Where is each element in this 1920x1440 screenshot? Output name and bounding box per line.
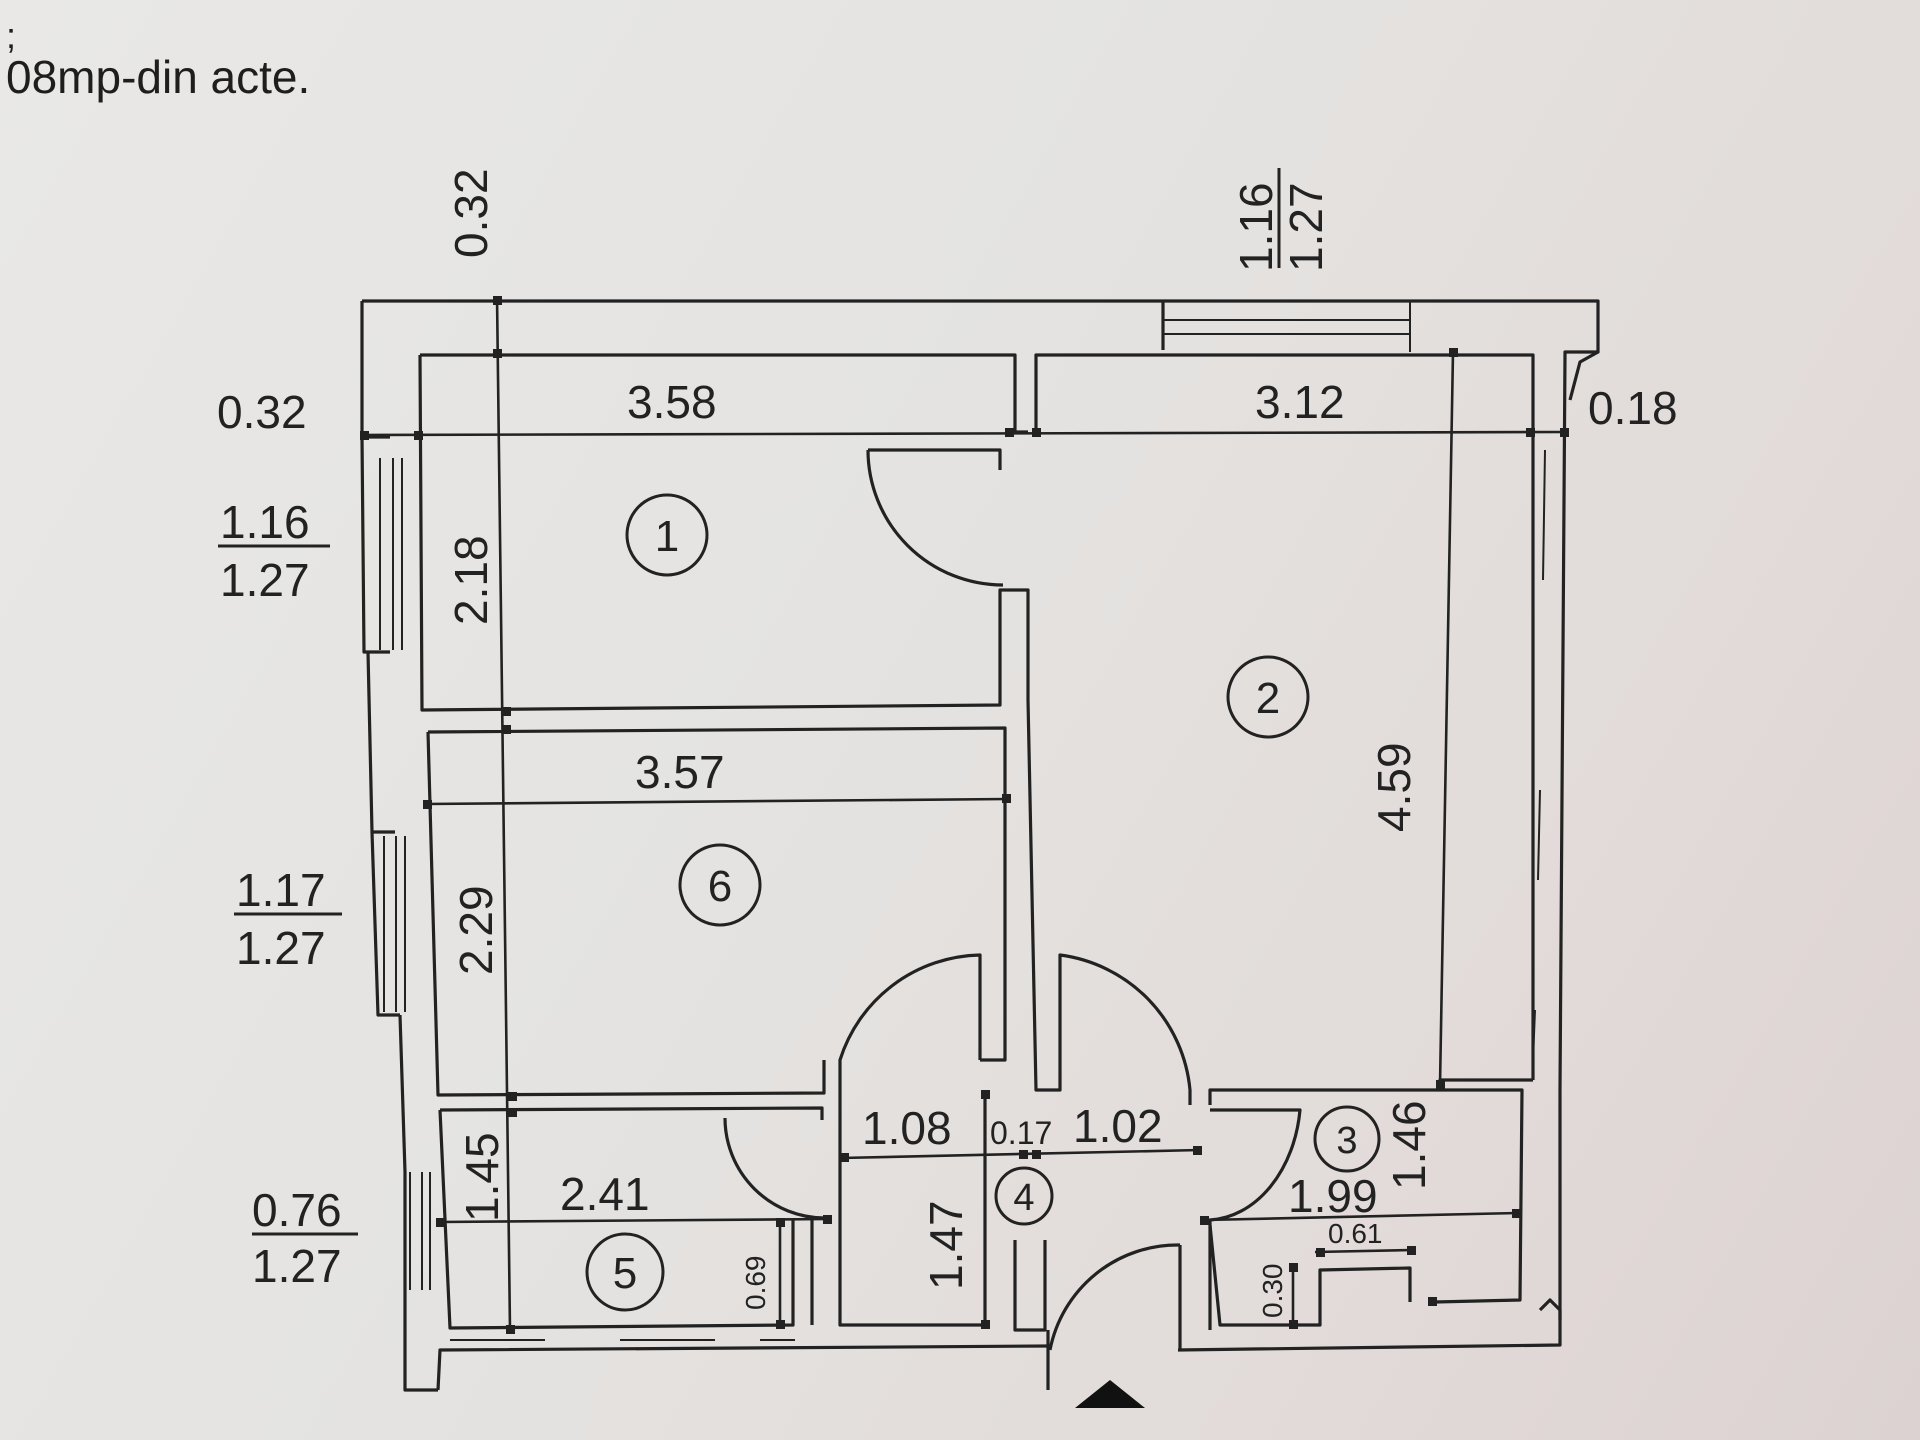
dim-room5-sub: 0.69 xyxy=(740,1256,771,1311)
room-number-6: 6 xyxy=(678,843,762,927)
outer-walls xyxy=(360,299,1600,1392)
dimension-lines xyxy=(359,295,1569,1334)
entrance-arrow-icon xyxy=(1075,1380,1145,1408)
svg-text:1.27: 1.27 xyxy=(236,922,326,974)
svg-text:1.16: 1.16 xyxy=(1230,182,1282,272)
room-numbers: 1 2 3 4 5 6 xyxy=(585,493,1381,1312)
dim-room3-width: 1.99 xyxy=(1288,1170,1378,1222)
dim-wall-top: 0.32 xyxy=(445,168,497,258)
dim-hall-right: 1.02 xyxy=(1073,1100,1163,1152)
dim-room1-width: 3.58 xyxy=(627,376,717,428)
dim-room6-width: 3.57 xyxy=(635,746,725,798)
dim-room6-height: 2.29 xyxy=(450,885,502,975)
window-label-room5: 0.76 1.27 xyxy=(252,1184,358,1292)
room-number-2: 2 xyxy=(1226,655,1310,739)
dim-room3-height: 1.46 xyxy=(1383,1100,1435,1190)
svg-text:0.76: 0.76 xyxy=(252,1184,342,1236)
room-1 xyxy=(418,354,1030,712)
dim-shaft-width: 0.61 xyxy=(1328,1218,1383,1249)
room-3 xyxy=(1208,1088,1524,1330)
room-number-4: 4 xyxy=(994,1166,1054,1226)
room-number-3: 3 xyxy=(1313,1105,1381,1173)
room-number-5: 5 xyxy=(585,1232,665,1312)
window-label-room1: 1.16 1.27 xyxy=(218,496,330,606)
svg-text:4: 4 xyxy=(1013,1177,1034,1219)
svg-text:1.17: 1.17 xyxy=(236,864,326,916)
window-labels: 1.16 1.27 1.16 1.27 1.17 1.27 0.76 1.27 xyxy=(218,168,1332,1292)
dim-room5-height: 1.45 xyxy=(456,1132,508,1222)
left-windows xyxy=(379,458,431,1290)
document-header: ; 08mp-din acte. xyxy=(6,15,311,104)
room-6 xyxy=(426,726,1007,1097)
dim-hall-left: 1.08 xyxy=(862,1102,952,1154)
svg-text:1.27: 1.27 xyxy=(220,554,310,606)
header-area-note: 08mp-din acte. xyxy=(6,51,311,104)
dim-room2-height: 4.59 xyxy=(1368,742,1420,832)
svg-text:5: 5 xyxy=(613,1249,637,1298)
dim-room1-height: 2.18 xyxy=(445,535,497,625)
dim-wall-right: 0.18 xyxy=(1588,382,1678,434)
svg-text:6: 6 xyxy=(708,862,732,911)
header-punctuation: ; xyxy=(6,15,17,56)
window-label-top-right: 1.16 1.27 xyxy=(1230,168,1332,272)
room-2 xyxy=(1438,449,1546,1090)
room-number-1: 1 xyxy=(625,493,709,577)
dim-shaft-height: 0.30 xyxy=(1257,1264,1288,1319)
dim-room5-width: 2.41 xyxy=(560,1168,650,1220)
svg-text:1.16: 1.16 xyxy=(220,496,310,548)
svg-text:1.27: 1.27 xyxy=(252,1240,342,1292)
svg-text:3: 3 xyxy=(1336,1120,1357,1162)
central-wall xyxy=(1026,699,1192,1105)
window-label-room6: 1.17 1.27 xyxy=(234,864,342,974)
svg-text:1.27: 1.27 xyxy=(1280,182,1332,272)
dim-hall-height: 1.47 xyxy=(920,1200,972,1290)
dim-hall-wall: 0.17 xyxy=(990,1115,1052,1151)
dim-wall-left: 0.32 xyxy=(217,386,307,438)
svg-text:1: 1 xyxy=(655,512,679,561)
dimension-labels: 3.58 3.12 0.32 0.18 0.32 2.18 3.57 2.29 … xyxy=(217,168,1678,1318)
dim-room2-width: 3.12 xyxy=(1255,376,1345,428)
svg-text:2: 2 xyxy=(1256,674,1280,723)
